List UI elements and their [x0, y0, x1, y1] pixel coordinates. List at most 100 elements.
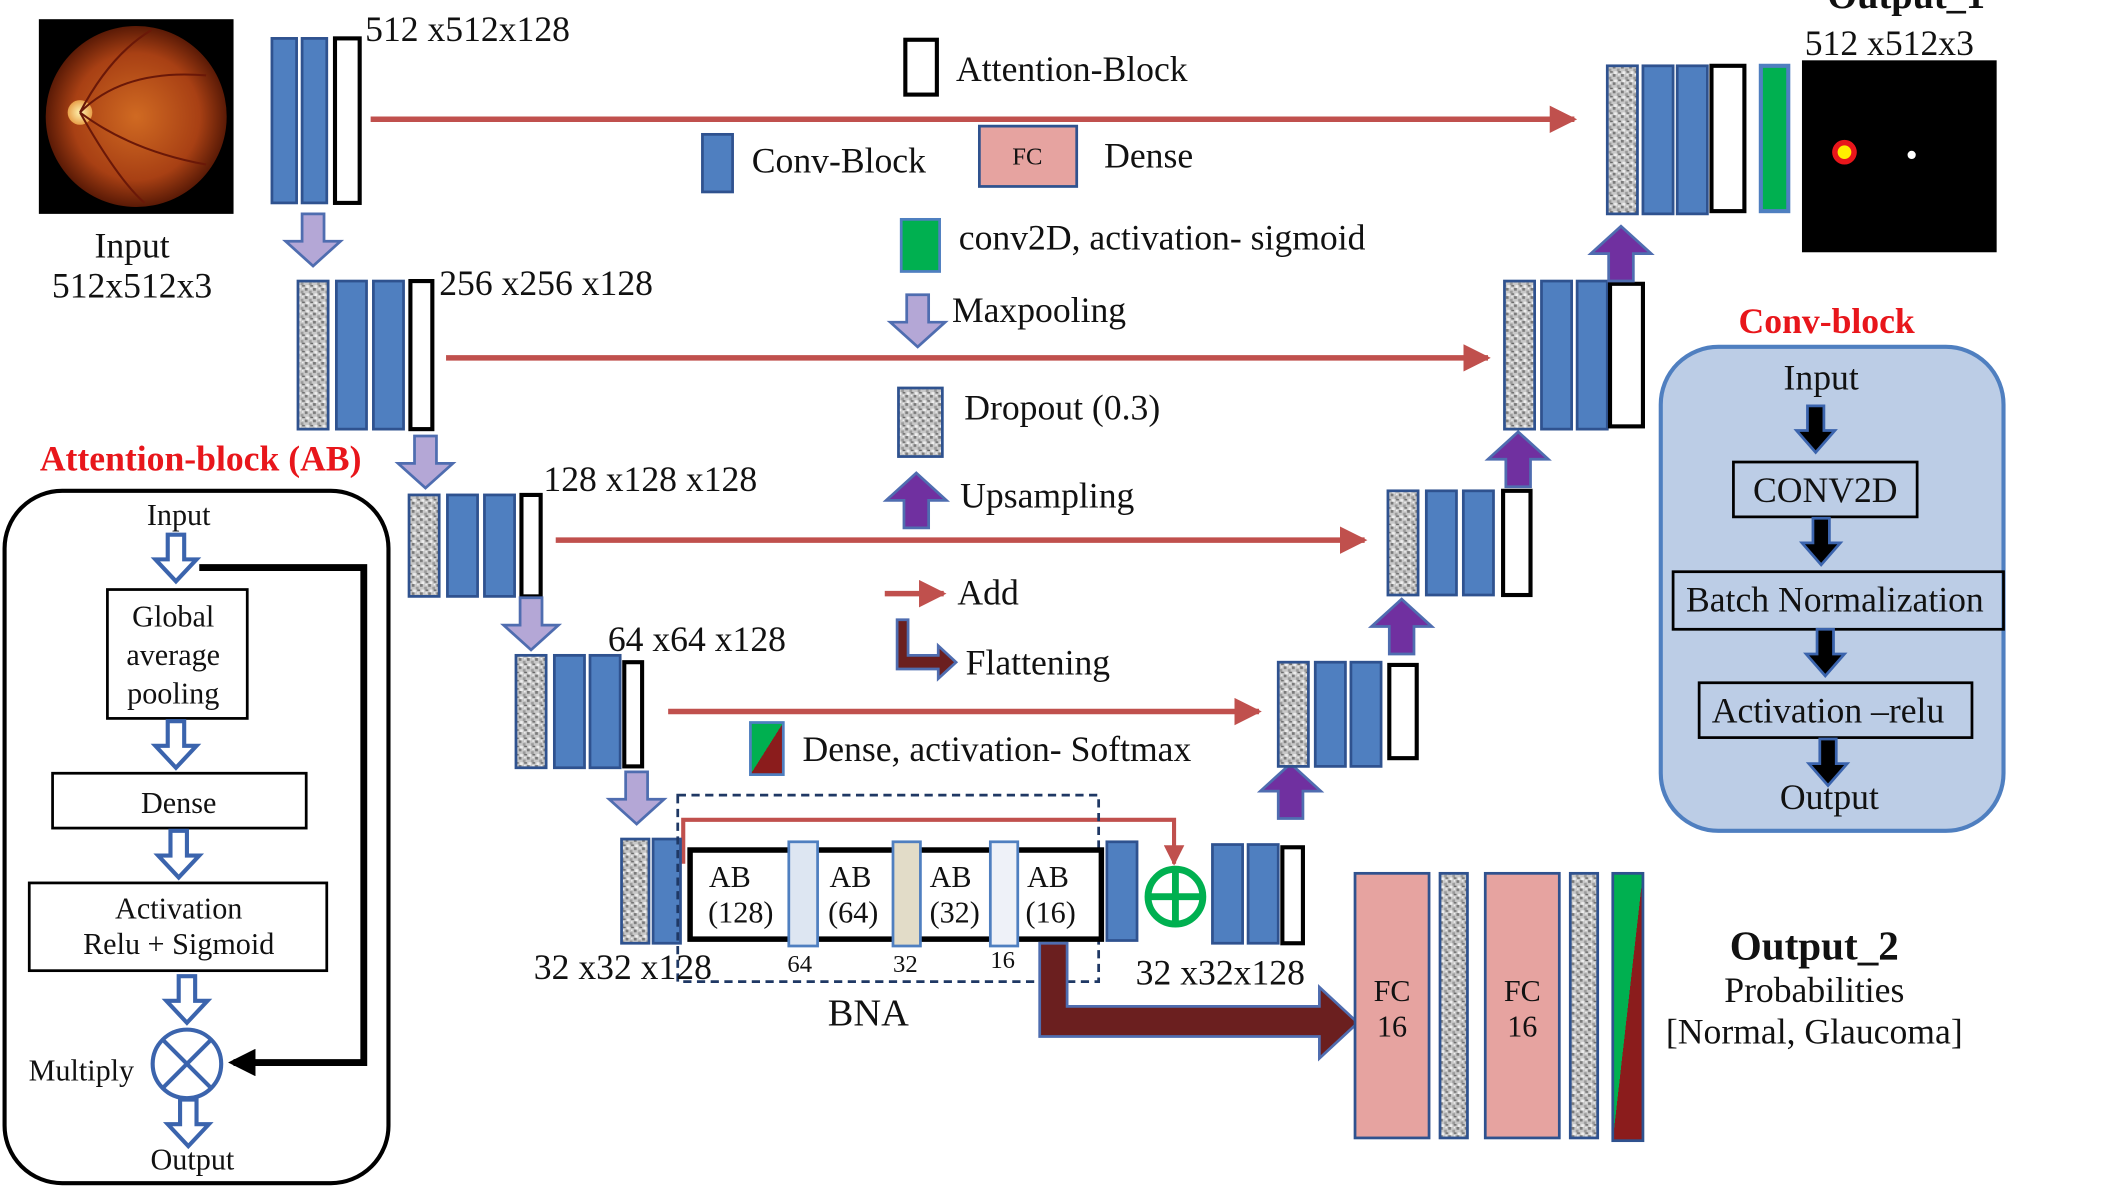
encoder-dims-level1: 512 x512x128 — [365, 9, 570, 49]
conv-block — [1675, 64, 1709, 216]
decoder-bottom — [1211, 843, 1305, 946]
fc1-label: FC — [1374, 974, 1411, 1008]
output2-subtitle: Probabilities — [1724, 970, 1904, 1010]
dropout-block — [1605, 64, 1639, 216]
decoder-level2 — [1503, 279, 1645, 431]
ab-multiply-label: Multiply — [29, 1053, 135, 1087]
multiply-icon — [150, 1027, 224, 1101]
classifier-head — [1353, 871, 1645, 1143]
output1-title: Output_1 — [1827, 0, 1985, 17]
legend-conv-label: Conv-Block — [752, 141, 926, 181]
input-label: Input — [94, 226, 169, 266]
upsample-arrow — [1259, 762, 1323, 820]
legend-maxpool-arrow — [888, 293, 947, 349]
legend-softmax-label: Dense, activation- Softmax — [803, 729, 1192, 769]
fc-block-2 — [1483, 871, 1561, 1140]
fc-block-1 — [1353, 871, 1431, 1140]
attention-block — [408, 278, 435, 432]
legend-flatten-label: Flattening — [966, 643, 1111, 683]
maxpool-arrow — [607, 770, 666, 826]
attention-block-panel — [2, 488, 391, 1186]
conv-block — [483, 493, 516, 598]
ab-block-size: (16) — [1026, 896, 1076, 930]
cb-input-label: Input — [1784, 357, 1859, 397]
dropout-block — [407, 493, 441, 598]
ab-block-size: (32) — [930, 896, 980, 930]
bna-label: BNA — [828, 993, 909, 1035]
decoder-level1 — [1605, 63, 1791, 216]
conv-block — [588, 653, 622, 770]
legend-dropout-swatch — [897, 386, 944, 458]
conv-block — [334, 279, 368, 431]
output1-dims: 512 x512x3 — [1805, 23, 1974, 63]
encoder-dims-level5: 32 x32 x128 — [534, 947, 712, 987]
separator-16 — [988, 840, 1020, 948]
maxpool-arrow — [284, 212, 342, 268]
input-image — [38, 19, 234, 214]
encoder-dims-level2: 256 x256 x128 — [439, 263, 653, 303]
separator-label: 32 — [893, 951, 918, 978]
legend-attention-swatch — [903, 37, 939, 97]
ab-gap-box — [106, 588, 249, 720]
ab-residual-path — [199, 564, 368, 1077]
attention-block — [622, 660, 645, 769]
skip-arrow-bottleneck — [681, 817, 1185, 866]
attention-block — [1709, 63, 1747, 214]
maxpool-arrow — [502, 596, 560, 652]
ab-gap-line: Global — [132, 600, 214, 634]
conv-block — [270, 37, 298, 205]
dropout-block — [620, 837, 651, 945]
conv-block — [1349, 660, 1383, 768]
output1-mask-image — [1801, 60, 1997, 253]
dropout-block — [1276, 660, 1310, 768]
input-dims: 512x512x3 — [52, 266, 212, 306]
legend-fc-swatch — [977, 124, 1079, 188]
legend-dropout-label: Dropout (0.3) — [964, 388, 1160, 428]
output2-classes: [Normal, Glaucoma] — [1666, 1011, 1963, 1051]
separator-label: 64 — [787, 951, 812, 978]
legend-dense-label: Dense — [1104, 135, 1193, 175]
ab-block-label: AB — [830, 860, 872, 894]
attention-block — [332, 36, 362, 205]
ab-block-size: (64) — [828, 896, 878, 930]
conv-block — [372, 279, 405, 431]
attention-block — [1607, 281, 1645, 429]
ab-block-label: AB — [930, 860, 972, 894]
legend-upsampling-label: Upsampling — [960, 475, 1134, 515]
cb-output-label: Output — [1780, 777, 1879, 817]
conv-block — [1424, 489, 1458, 597]
legend-conv-swatch — [701, 132, 734, 194]
encoder-dims-level3: 128 x128 x128 — [543, 459, 757, 499]
conv-block — [1105, 840, 1139, 942]
cb-bn-box — [1671, 570, 2005, 631]
cb-conv2d-box — [1732, 460, 1919, 519]
decoder-level4 — [1276, 660, 1419, 768]
dropout-block — [1438, 871, 1469, 1140]
attention-block — [519, 492, 543, 599]
encoder-level4 — [514, 653, 645, 770]
conv-block — [1641, 64, 1675, 216]
legend-maxpool-label: Maxpooling — [952, 290, 1126, 330]
encoder-level2 — [296, 278, 435, 432]
ab-dense-box — [51, 771, 308, 830]
ab-block-size: (128) — [708, 896, 773, 930]
attention-block-title: Attention-block (AB) — [40, 438, 362, 478]
add-icon — [1144, 865, 1207, 928]
dropout-block — [296, 279, 330, 431]
legend-flatten-arrow — [895, 618, 959, 682]
encoder-level3 — [407, 492, 543, 599]
conv-block — [651, 837, 682, 945]
decoder-dims-bottom: 32 x32x128 — [1136, 952, 1305, 992]
separator-label: 16 — [990, 947, 1015, 974]
ab-gap-line: average — [126, 638, 220, 672]
cb-bn-label: Batch Normalization — [1686, 579, 1984, 619]
attention-block — [1280, 845, 1305, 946]
conv-block-title: Conv-block — [1739, 301, 1915, 341]
conv-block — [1575, 279, 1609, 431]
legend-upsample-arrow — [884, 471, 948, 530]
conv-block — [1211, 843, 1244, 945]
maxpool-arrow — [396, 434, 455, 490]
output2-title: Output_2 — [1730, 923, 1899, 969]
ab-activation-line: Activation — [115, 892, 242, 926]
